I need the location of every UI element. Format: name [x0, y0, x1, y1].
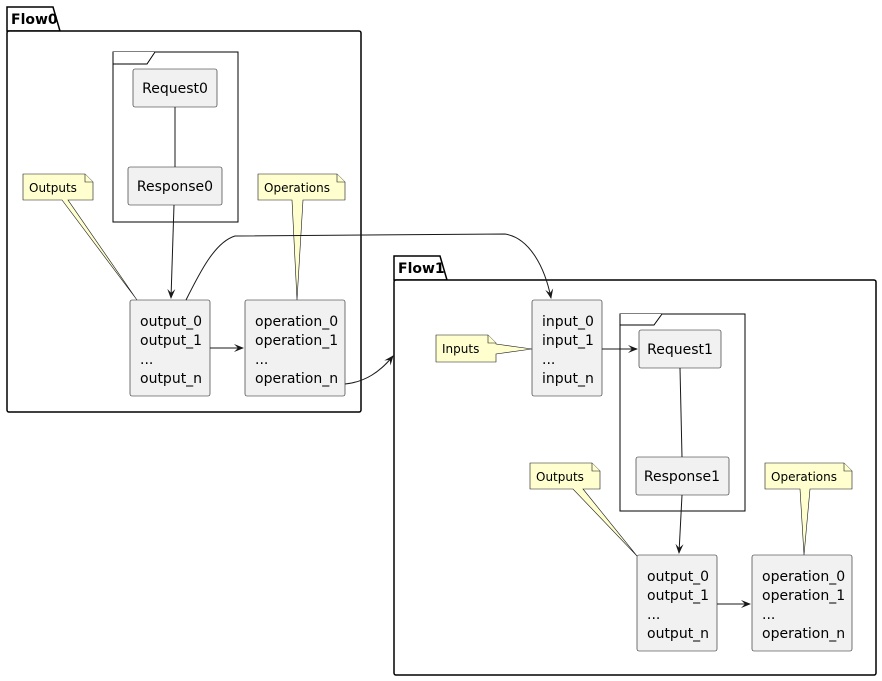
flow1-input-1: input_1	[542, 333, 594, 349]
flow0-note-outputs: Outputs	[22, 173, 138, 301]
edge-operations0-flow1	[344, 355, 394, 385]
flow0-output-ellipsis: ...	[140, 352, 153, 368]
flow1-request-label: Request1	[647, 342, 713, 358]
flow0-output-1: output_1	[140, 333, 202, 349]
edge-request1-response1	[679, 367, 683, 458]
flow1-input-0: input_0	[542, 314, 594, 330]
flow1-input-ellipsis: ...	[542, 352, 555, 368]
flow1-note-operations-label: Operations	[771, 470, 837, 484]
flow1-operation-1: operation_1	[762, 588, 845, 604]
flow0-response-label: Response0	[137, 179, 213, 195]
flow1-request-node: Request1	[638, 329, 722, 369]
edge-outputs0-inputs1	[185, 233, 554, 301]
flow0-operation-n: operation_n	[255, 371, 338, 387]
flow0-request-label: Request0	[142, 81, 208, 97]
flow0-output-n: output_n	[140, 371, 202, 387]
edge-response0-outputs0	[167, 204, 176, 299]
flow1-operation-n: operation_n	[762, 626, 845, 642]
flow1-operations-node: operation_0 operation_1 ... operation_n	[751, 554, 853, 652]
flow1-output-0: output_0	[647, 569, 709, 585]
flow0-note-outputs-label: Outputs	[29, 181, 77, 195]
package-flow1-title: Flow1	[398, 261, 445, 277]
flow0-operation-ellipsis: ...	[255, 352, 268, 368]
flow1-output-ellipsis: ...	[647, 607, 660, 623]
flow1-input-n: input_n	[542, 371, 594, 387]
flow1-operation-0: operation_0	[762, 569, 845, 585]
flow0-response-node: Response0	[127, 166, 223, 206]
flow0-operations-node: operation_0 operation_1 ... operation_n	[244, 299, 346, 397]
flow1-response-label: Response1	[644, 469, 720, 485]
flow0-note-operations-label: Operations	[264, 181, 330, 195]
package-flow0-title: Flow0	[11, 12, 58, 28]
flow1-output-n: output_n	[647, 626, 709, 642]
edge-response1-outputs1	[675, 494, 684, 554]
flow1-inputs-node: input_0 input_1 ... input_n	[531, 299, 603, 397]
flow1-note-inputs-label: Inputs	[442, 342, 479, 356]
flow0-operation-0: operation_0	[255, 314, 338, 330]
flow1-response-node: Response1	[635, 456, 730, 496]
flow0-request-node: Request0	[132, 68, 218, 108]
flow1-output-1: output_1	[647, 588, 709, 604]
flow1-note-operations: Operations	[764, 462, 853, 556]
flow1-operation-ellipsis: ...	[762, 607, 775, 623]
flow1-outputs-node: output_0 output_1 ... output_n	[636, 554, 718, 652]
flow0-note-operations: Operations	[257, 173, 346, 301]
flow0-output-0: output_0	[140, 314, 202, 330]
flow1-note-outputs-label: Outputs	[536, 470, 584, 484]
flow1-note-inputs: Inputs	[435, 334, 533, 363]
flow0-operation-1: operation_1	[255, 333, 338, 349]
flow0-outputs-node: output_0 output_1 ... output_n	[129, 299, 211, 397]
flow1-note-outputs: Outputs	[529, 462, 638, 557]
